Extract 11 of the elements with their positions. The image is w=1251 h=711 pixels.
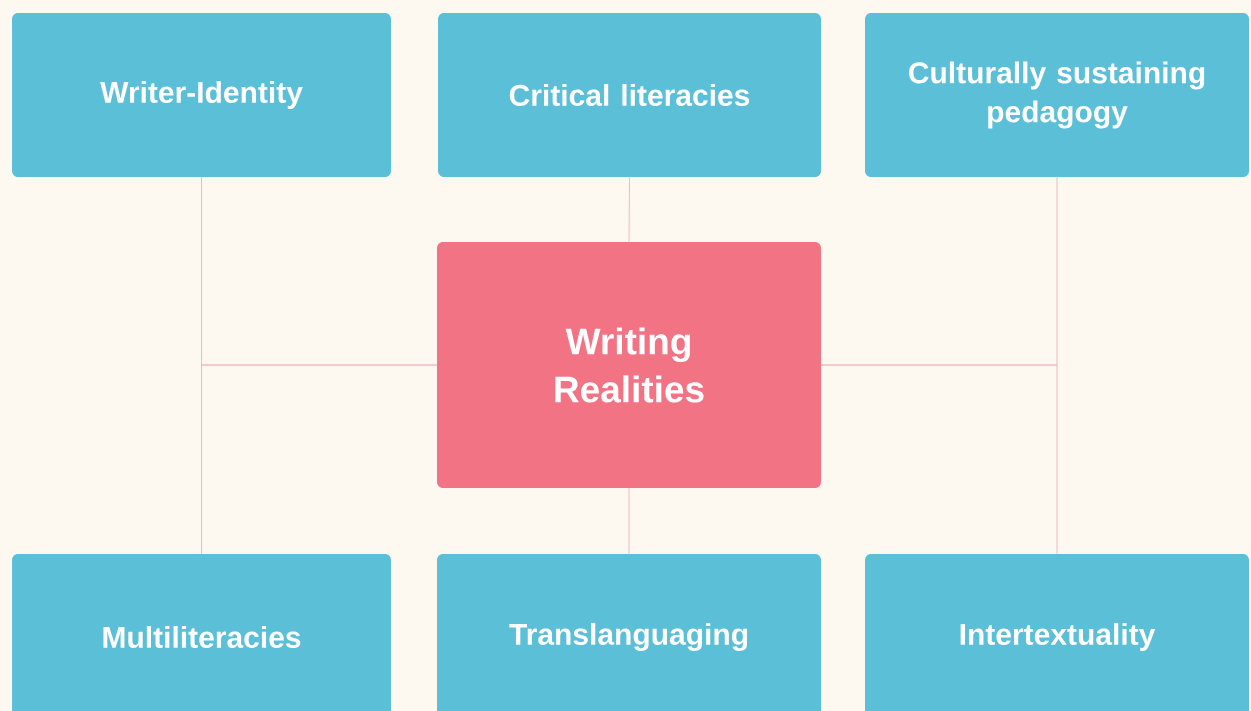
connector-line bbox=[628, 176, 630, 243]
subtopic-box: Culturally sustaining pedagogy bbox=[865, 13, 1249, 177]
subtopic-box: Multiliteracies bbox=[12, 554, 391, 711]
subtopic-box: Writer-Identity bbox=[12, 13, 391, 177]
connector-line bbox=[201, 364, 438, 555]
connector-line bbox=[628, 487, 630, 555]
subtopic-box: Translanguaging bbox=[437, 554, 821, 711]
connector-line bbox=[820, 364, 1058, 555]
subtopic-box: Critical literacies bbox=[438, 13, 821, 177]
topic-box: Writing Realities bbox=[437, 242, 821, 488]
subtopic-box: Intertextuality bbox=[865, 554, 1249, 711]
